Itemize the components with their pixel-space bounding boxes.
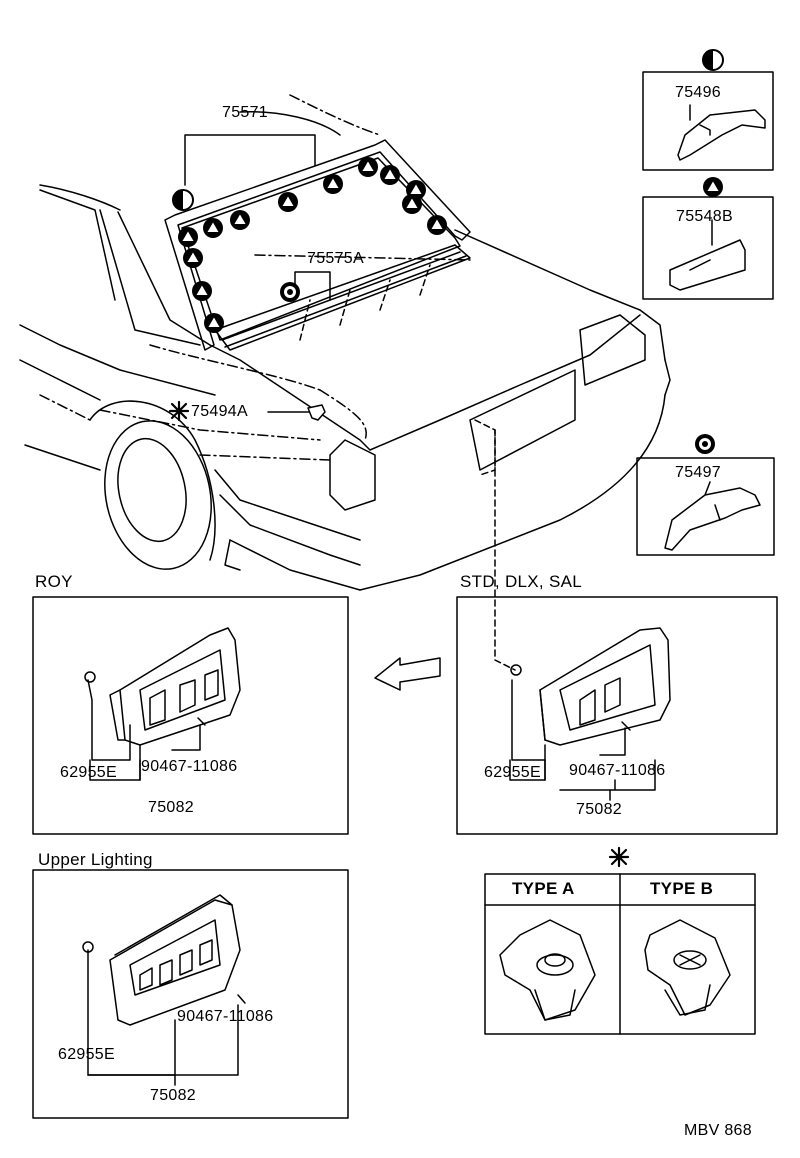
tail-lamp bbox=[329, 439, 376, 511]
inset-box-75496 bbox=[642, 71, 774, 171]
label-75494A: 75494A bbox=[191, 403, 248, 420]
rear-window-weatherstrip bbox=[164, 139, 471, 351]
upper-label-75082: 75082 bbox=[150, 1087, 196, 1104]
bumper bbox=[359, 394, 666, 591]
upper-screw-a bbox=[82, 941, 94, 953]
upper-garnish bbox=[109, 899, 241, 1026]
box-upper bbox=[32, 869, 349, 1119]
label-type-a: TYPE A bbox=[512, 879, 575, 898]
label-75571: 75571 bbox=[222, 104, 268, 121]
rear-wheel-arch bbox=[89, 400, 216, 561]
std-screw-a bbox=[510, 664, 522, 676]
std-label-90467: 90467-11086 bbox=[569, 762, 666, 779]
box-roy bbox=[32, 596, 349, 835]
title-roy: ROY bbox=[35, 572, 73, 591]
roy-screw-a bbox=[84, 671, 96, 683]
roy-label-62955E: 62955E bbox=[60, 764, 117, 781]
leader-75571 bbox=[184, 134, 316, 186]
lower-molding bbox=[214, 244, 471, 351]
box-std bbox=[456, 596, 778, 835]
label-75575A: 75575A bbox=[307, 250, 364, 267]
asterisk-marks bbox=[168, 400, 630, 868]
leader-75575A bbox=[294, 271, 331, 301]
roy-label-75082: 75082 bbox=[148, 799, 194, 816]
diagram-code: MBV 868 bbox=[684, 1122, 752, 1139]
label-75548B: 75548B bbox=[676, 208, 733, 225]
direction-arrow bbox=[374, 657, 441, 691]
clip-type-b bbox=[644, 919, 731, 1016]
title-std: STD, DLX, SAL bbox=[460, 572, 582, 591]
std-label-62955E: 62955E bbox=[484, 764, 541, 781]
clip-75494A bbox=[307, 404, 326, 421]
label-75496: 75496 bbox=[675, 84, 721, 101]
clip-type-a bbox=[499, 919, 596, 1021]
roy-label-90467: 90467-11086 bbox=[141, 758, 238, 775]
deck-edge bbox=[209, 344, 371, 451]
inset-box-75548B bbox=[642, 196, 774, 300]
inset-box-75497 bbox=[636, 457, 775, 556]
label-type-b: TYPE B bbox=[650, 879, 714, 898]
c-pillar bbox=[117, 211, 211, 346]
upper-label-62955E: 62955E bbox=[58, 1046, 115, 1063]
label-75497: 75497 bbox=[675, 464, 721, 481]
std-label-75082: 75082 bbox=[576, 801, 622, 818]
upper-label-90467: 90467-11086 bbox=[177, 1008, 274, 1025]
deck-rear bbox=[454, 229, 666, 361]
std-garnish bbox=[539, 627, 671, 746]
title-upper-lighting: Upper Lighting bbox=[38, 850, 153, 869]
roof-line bbox=[39, 184, 121, 211]
rear-wheel bbox=[104, 420, 212, 570]
